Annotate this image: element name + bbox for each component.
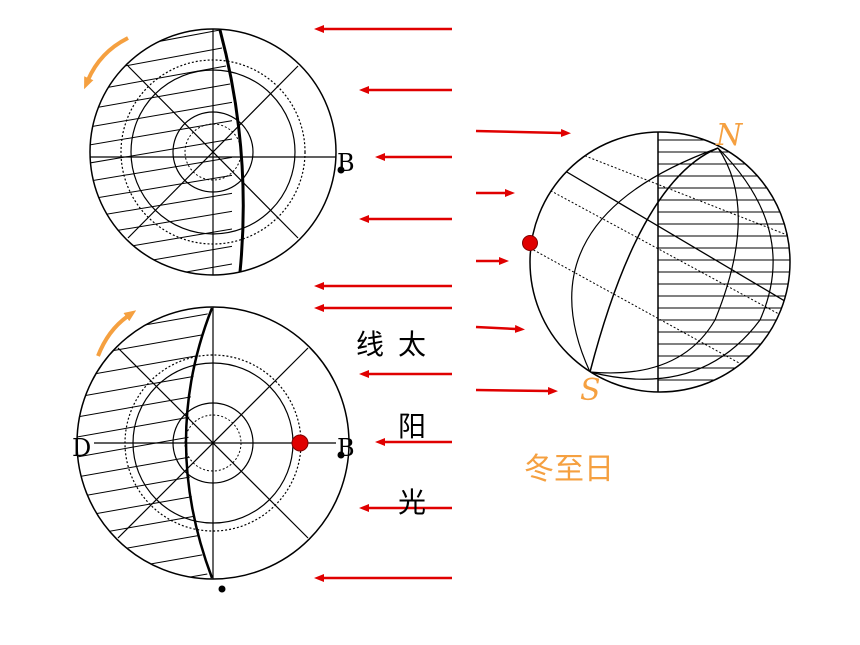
bottom-pole-dot [218, 585, 226, 593]
sunlight-arrows [314, 25, 452, 582]
sunlight-char-1: 线 [356, 328, 384, 361]
sunlight-char-4: 光 [398, 486, 426, 519]
top-b-dot [337, 166, 345, 174]
bottom-red-marker [291, 434, 309, 452]
sun-arrow [475, 324, 525, 333]
bottom-b-dot [337, 451, 345, 459]
sunlight-char-3: 阳 [398, 410, 426, 443]
label-b-top: B [337, 149, 355, 177]
label-south: S [580, 373, 601, 408]
bottom-night-hatching [77, 307, 349, 579]
sunlight-char-2: 太 [398, 328, 426, 361]
sun-arrow [475, 128, 571, 137]
top-rotation-arrow [84, 36, 129, 90]
label-d-bottom: D [72, 434, 91, 462]
diagram-title: 冬至日 [524, 452, 614, 487]
sun-arrow [475, 386, 558, 395]
bottom-rotation-arrow [96, 310, 137, 357]
top-night-hatching [90, 29, 336, 275]
bottom-polar-globe [76, 306, 350, 593]
side-night-hatching [658, 139, 790, 392]
sunlight-arrows-right [475, 128, 571, 395]
top-polar-globe [84, 28, 345, 276]
label-b-bottom: B [337, 434, 355, 462]
side-red-marker [522, 235, 538, 251]
side-view-globe [522, 131, 791, 393]
label-north: N [715, 118, 744, 153]
